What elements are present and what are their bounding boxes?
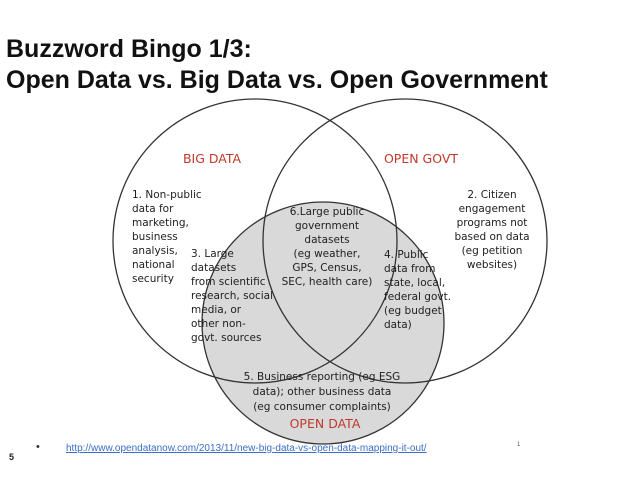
region-4-line: state, local,: [384, 277, 445, 289]
region-3-line: 3. Large: [191, 248, 234, 260]
region-1-line: analysis,: [132, 245, 178, 257]
region-5-line: (eg consumer complaints): [253, 401, 391, 413]
region-3-line: research, social: [191, 290, 273, 302]
region-4-text: 4. Public data from state, local, federal g…: [384, 249, 451, 331]
region-4-line: federal govt.: [384, 291, 451, 303]
slide-title: Buzzword Bingo 1/3: Open Data vs. Big Da…: [6, 34, 548, 96]
title-line-2: Open Data vs. Big Data vs. Open Governme…: [6, 66, 548, 94]
region-3-text: 3. Large datasets from scientific research,…: [191, 248, 273, 344]
region-4-line: data): [384, 319, 412, 331]
title-line-1: Buzzword Bingo 1/3:: [6, 35, 252, 63]
region-1-line: marketing,: [132, 217, 189, 229]
region-2-text: 2. Citizen engagement programs not based on…: [454, 189, 529, 271]
region-4-line: data from: [384, 263, 435, 275]
open-data-circle: [201, 201, 445, 445]
big-data-label: BIG DATA: [183, 151, 242, 166]
region-2-line: (eg petition: [462, 245, 523, 257]
region-1-line: data for: [132, 203, 174, 215]
region-5-text: 5. Business reporting (eg ESG data); othe…: [244, 371, 401, 413]
region-3-line: govt. sources: [191, 332, 261, 344]
open-govt-label: OPEN GOVT: [384, 151, 458, 166]
footer-mark: 1: [517, 442, 521, 448]
region-2-line: programs not: [457, 217, 528, 229]
big-data-circle: [112, 98, 398, 384]
region-4-line: 4. Public: [384, 249, 429, 261]
region-1-text: 1. Non-public data for marketing, business a…: [132, 189, 202, 285]
open-data-label: OPEN DATA: [290, 416, 361, 431]
footer-bullet: •: [36, 441, 40, 453]
open-govt-circle: [262, 98, 548, 384]
region-3-line: other non-: [191, 318, 246, 330]
region-6-text: 6.Large public government datasets (eg weat…: [282, 206, 373, 288]
region-5-line: data); other business data: [253, 386, 392, 398]
region-2-line: 2. Citizen: [467, 189, 516, 201]
region-2-line: based on data: [454, 231, 529, 243]
slide-number: 5: [9, 452, 15, 462]
region-1-line: security: [132, 273, 174, 285]
region-1-line: national: [132, 259, 175, 271]
region-6-line: SEC, health care): [282, 276, 373, 288]
source-link[interactable]: http://www.opendatanow.com/2013/11/new-b…: [66, 443, 427, 454]
region-2-line: websites): [467, 259, 517, 271]
region-2-line: engagement: [459, 203, 526, 215]
region-1-line: business: [132, 231, 178, 243]
region-6-line: 6.Large public: [290, 206, 365, 218]
region-5-line: 5. Business reporting (eg ESG: [244, 371, 401, 383]
region-6-line: (eg weather,: [294, 248, 361, 260]
region-6-line: datasets: [304, 234, 349, 246]
region-3-line: datasets: [191, 262, 236, 274]
region-1-line: 1. Non-public: [132, 189, 202, 201]
region-3-line: from scientific: [191, 276, 266, 288]
region-4-line: (eg budget: [384, 305, 442, 317]
region-6-line: GPS, Census,: [292, 262, 361, 274]
region-3-line: media, or: [191, 304, 242, 316]
region-6-line: government: [295, 220, 359, 232]
